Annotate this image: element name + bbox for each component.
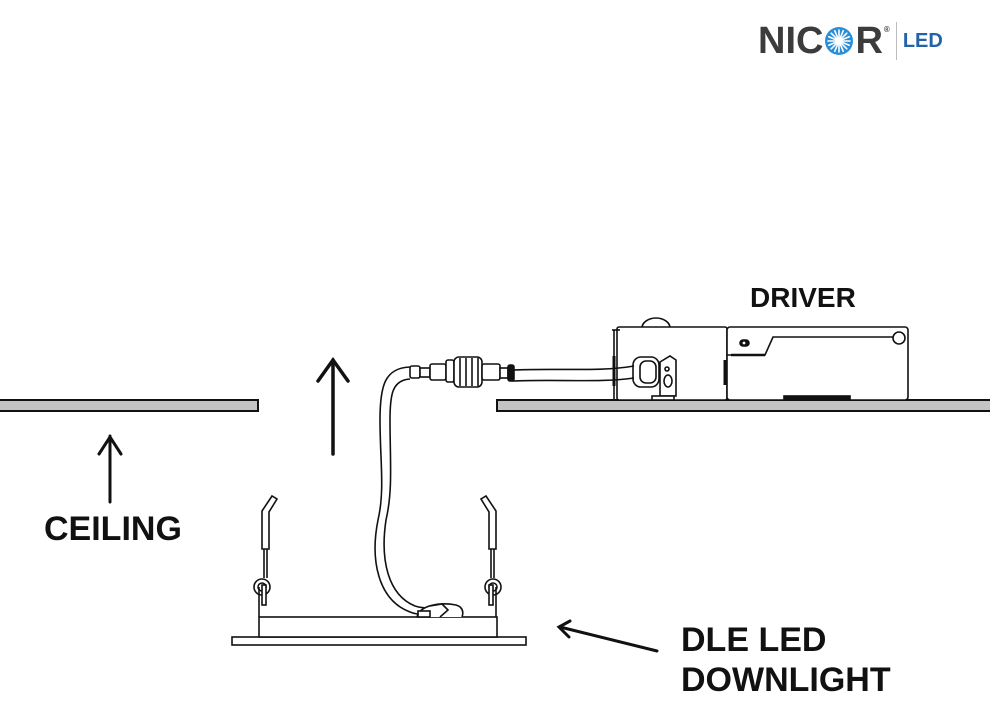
nicor-led-logo: NIC R ® LED [758,20,943,62]
fixture-cable [374,366,441,616]
ceiling-arrow [97,434,123,504]
ceiling-right [496,399,990,412]
insertion-arrow [316,356,350,456]
downlight-arrow [556,619,659,653]
downlight-label-line2: DOWNLIGHT [681,661,891,699]
logo-suffix: LED [902,29,943,52]
spring-clip-right [479,494,502,617]
downlight-label: DLE LED DOWNLIGHT [681,620,891,700]
ceiling-label: CEILING [44,510,182,548]
logo-brand-right: R [855,20,883,62]
logo-brand-left: NIC [758,20,824,62]
driver-label: DRIVER [750,282,856,313]
downlight-fixture [231,603,527,646]
registered-mark: ® [883,25,890,34]
logo-brand: NIC R ® [758,22,890,60]
driver-box [612,317,909,401]
starburst-icon [825,27,854,55]
inline-connector [409,356,515,388]
driver-cable [511,365,635,382]
spring-clip-left [253,494,279,617]
logo-separator [895,22,897,60]
downlight-label-line1: DLE LED [681,621,827,659]
ceiling-left [0,399,259,412]
